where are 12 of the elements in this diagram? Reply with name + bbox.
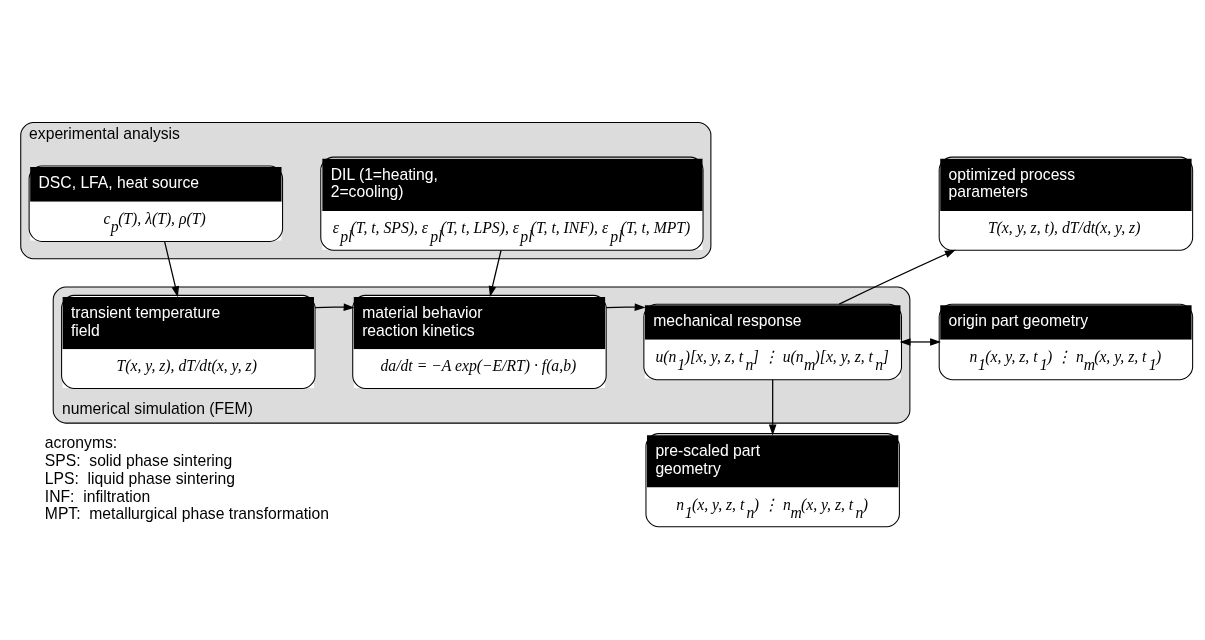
arrow: [768, 378, 777, 435]
arrow: [164, 240, 180, 297]
arrow: [605, 302, 646, 311]
label: acronyms:: [44, 433, 118, 451]
arrow: [838, 249, 956, 305]
label: INF: infiltration: [44, 487, 151, 505]
arrow: [314, 302, 355, 311]
label: SPS: solid phase sintering: [44, 451, 233, 469]
label: LPS: liquid phase sintering: [44, 469, 235, 487]
label: MPT: metallurgical phase transformation: [44, 504, 330, 522]
arrow: [488, 249, 502, 297]
arrow: [899, 337, 941, 346]
